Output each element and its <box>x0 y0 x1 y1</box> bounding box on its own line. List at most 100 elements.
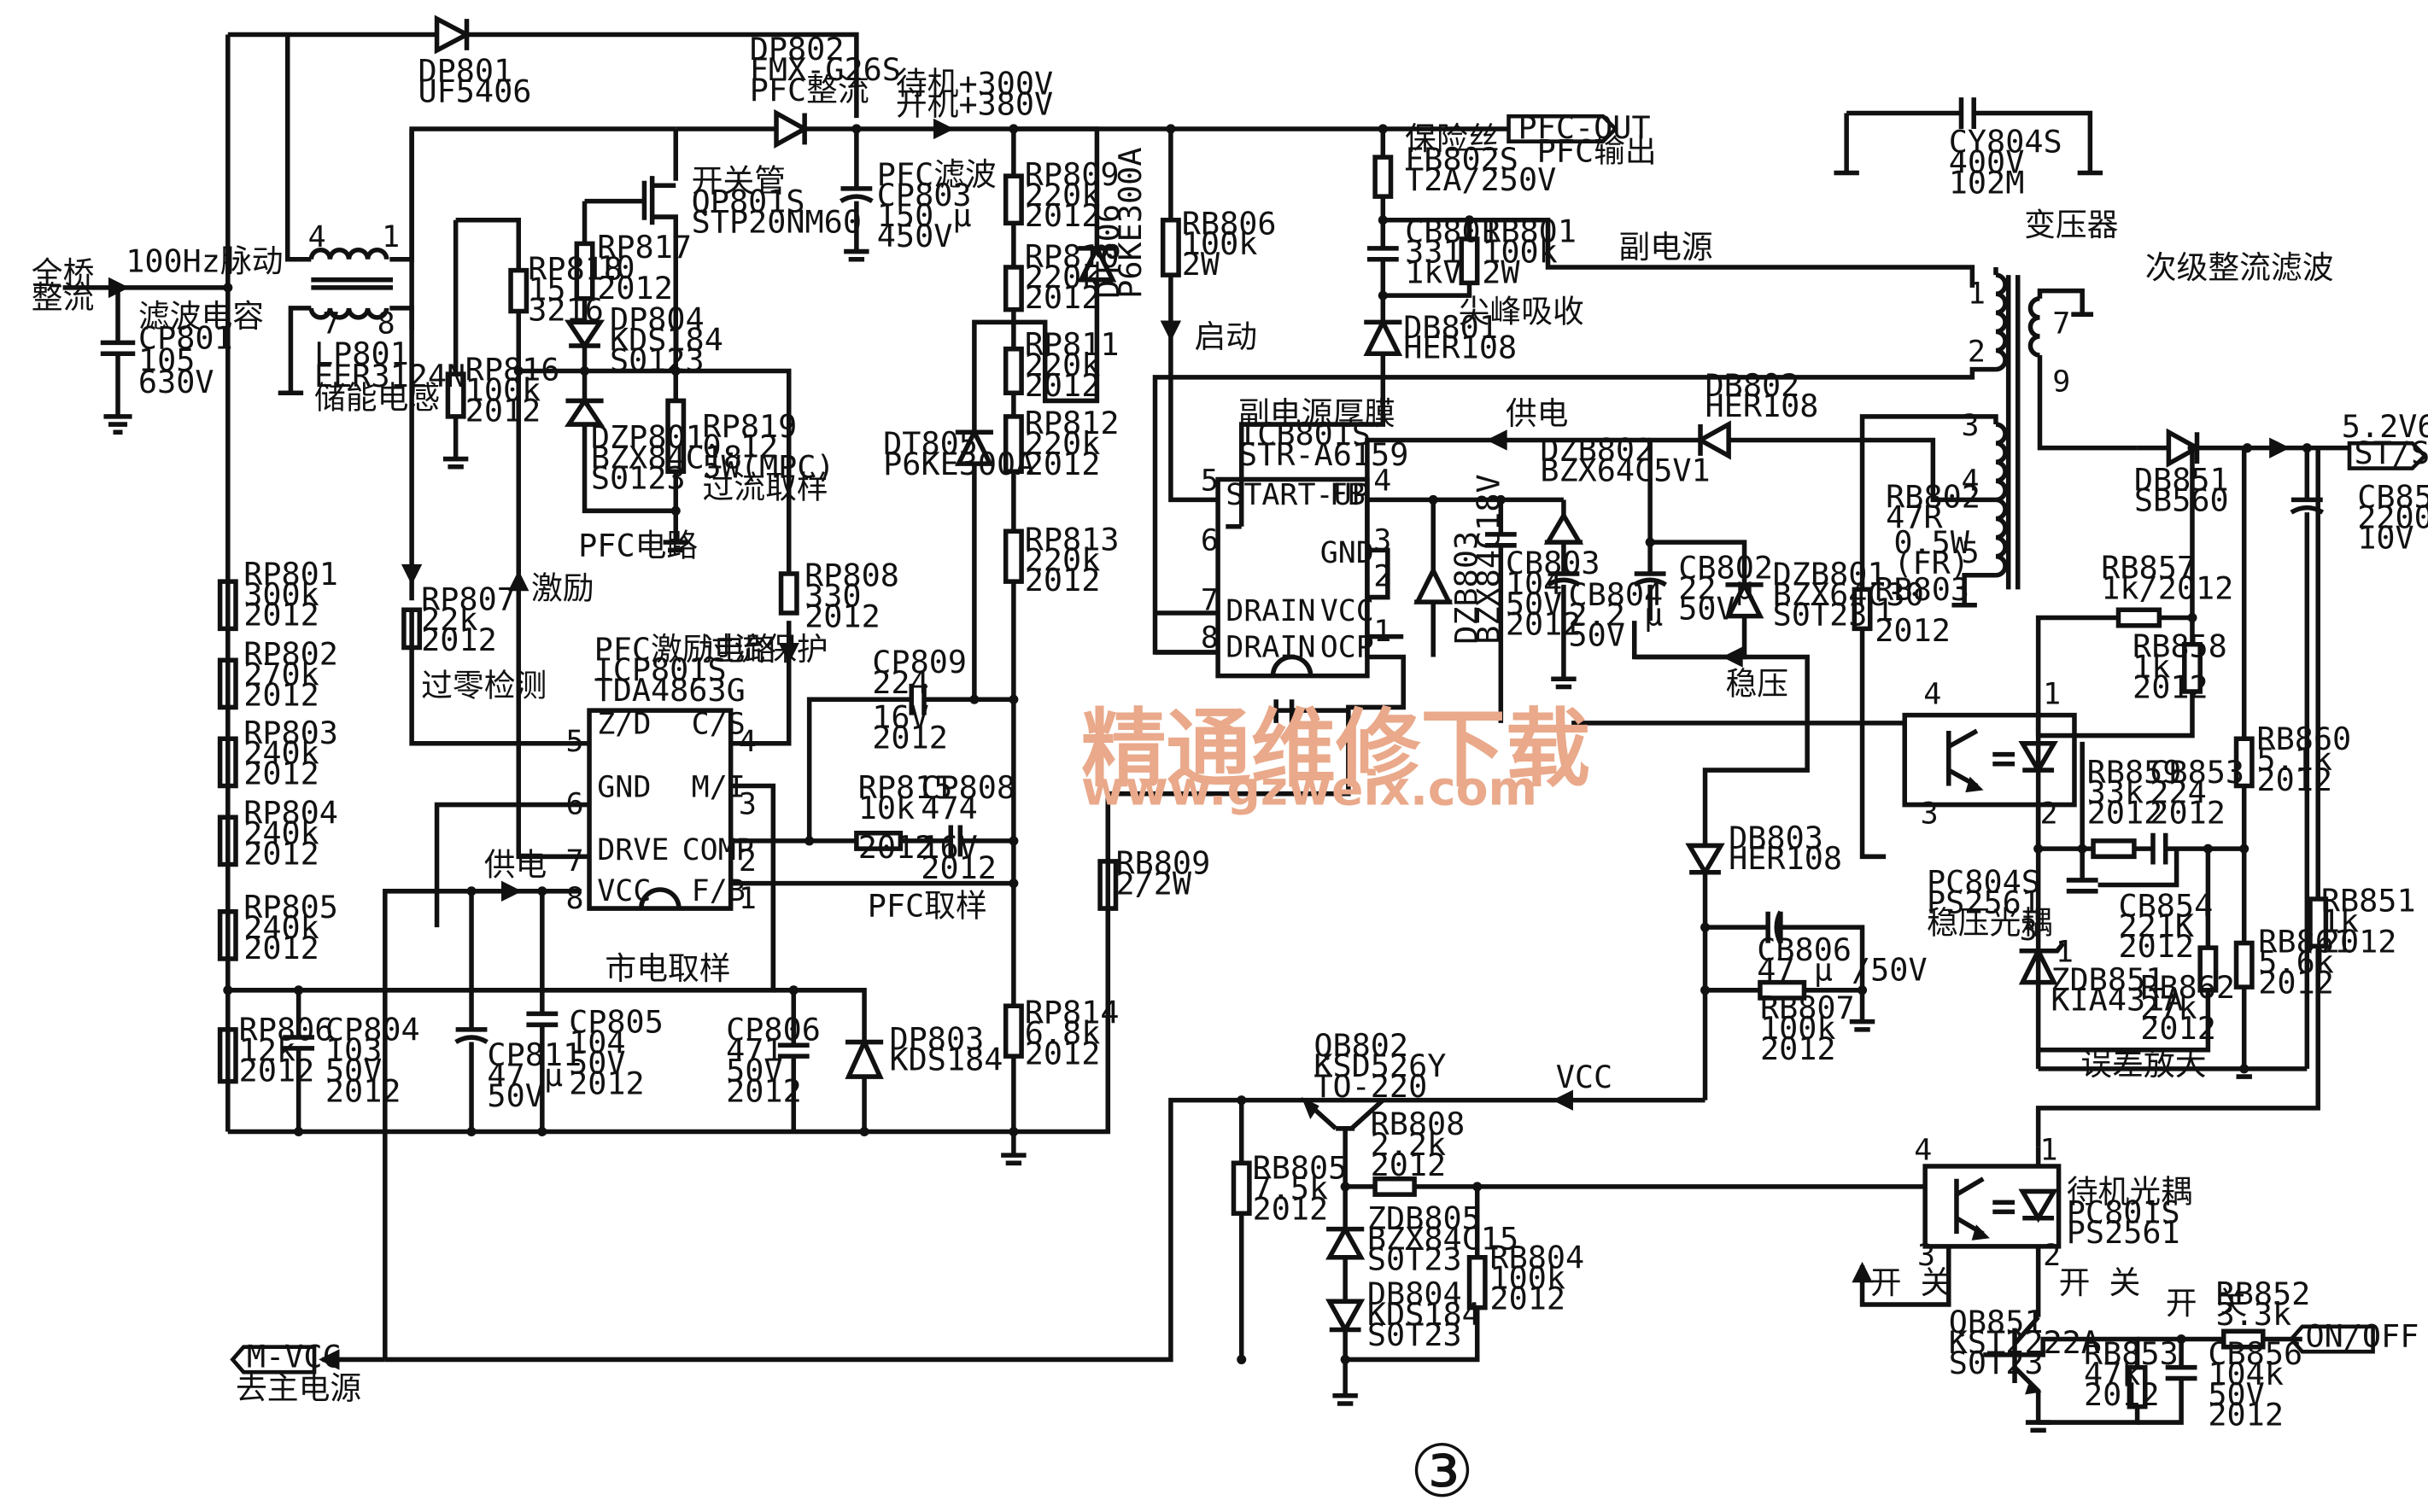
cp808-label-3: 2012 <box>921 849 997 886</box>
supply-label: 供电 <box>1506 395 1569 432</box>
dzb803-label: DZB803 <box>1448 531 1485 645</box>
pc801-optocoupler <box>1922 1164 2062 1249</box>
err-amp-label: 误差放大 <box>2080 1046 2206 1083</box>
rb862-label-2: 2012 <box>2140 1010 2216 1047</box>
rb808-label-2: 2012 <box>1371 1147 1447 1183</box>
cp805-label-3: 2012 <box>569 1065 645 1101</box>
rb862-label-1: 27k <box>2140 990 2197 1026</box>
ic-b801-pin-7: 7 <box>1201 583 1219 617</box>
ic-b801-pin-gnd: GND <box>1320 536 1374 570</box>
lp801-pin-4: 4 <box>308 220 326 254</box>
cp803-label-2: 150 μ <box>877 197 972 234</box>
ic-p801-pin-2: 2 <box>739 844 757 879</box>
dp803-label-0: DP803 <box>890 1021 985 1058</box>
pfc-out-port[interactable]: PFC-OUT <box>1518 109 1651 146</box>
fuse-label-2: T2A/250V <box>1405 161 1556 198</box>
cb803-label-3: 2012 <box>1506 606 1582 643</box>
ic-b801-pin-vcc: VCC <box>1320 594 1374 628</box>
rp808-label-0: RP808 <box>804 558 899 594</box>
cp801-label-1: CP801 <box>138 320 233 357</box>
db804-label-2: S0T23 <box>1367 1316 1462 1353</box>
cb803-label-2: 50V <box>1506 586 1562 622</box>
cp806-label-3: 2012 <box>726 1073 802 1110</box>
cb801-label-2: 1kV <box>1405 254 1461 290</box>
m-vcc-port[interactable]: M-VCC <box>247 1339 342 1375</box>
zdb851-pin-1: 1 <box>2056 936 2074 970</box>
lp801-pin-8: 8 <box>377 306 395 341</box>
cb856-label-0: CB856 <box>2208 1335 2302 1372</box>
ic-p801-pin-gnd: GND <box>597 770 651 804</box>
rb808-label-0: RB808 <box>1371 1106 1466 1142</box>
cb852-label-2: 10V <box>2357 519 2413 556</box>
pc804-label-0: PC804S <box>1927 864 2040 901</box>
rp803-label-0: RP803 <box>243 715 338 751</box>
cb853-label-1: 224 <box>2150 774 2206 811</box>
cb806-label-0: CB806 <box>1757 931 1852 968</box>
rb851-label-2: 2012 <box>2321 924 2397 960</box>
switch-label-3: 开 关 <box>2166 1285 2248 1322</box>
ic-p801-pin-fb: F/B <box>692 874 746 908</box>
st-sy-port[interactable]: ST/SY <box>2355 435 2428 471</box>
rb808-label-1: 2.2k <box>1371 1126 1447 1163</box>
to-main-label: 去主电源 <box>236 1369 361 1406</box>
cb856-label-1: 104k <box>2208 1356 2284 1392</box>
rb859-label-1: 33k <box>2087 774 2144 811</box>
tr-pin-9: 9 <box>2052 365 2070 399</box>
cb856-label-3: 2012 <box>2208 1397 2284 1433</box>
rb802-label-2: 0.5W <box>1893 524 1969 561</box>
qb802-label-0: QB802 <box>1313 1027 1408 1064</box>
rp807-label-0: RP807 <box>421 581 516 617</box>
rp814-label-0: RP814 <box>1025 994 1120 1030</box>
rp804-label-0: RP804 <box>243 795 338 832</box>
rp816-label-1: 100k <box>465 371 541 408</box>
rp817-label-2: 2012 <box>597 270 673 306</box>
rb804-label-0: RB804 <box>1489 1240 1584 1276</box>
cb802-label-2: 50V <box>1678 590 1735 627</box>
rb858-label-0: RB858 <box>2133 628 2227 665</box>
cy804-label-2: 102M <box>1949 164 2025 201</box>
dzb802-label-1: BZX64C5V1 <box>1540 452 1710 488</box>
rp801-label-0: RP801 <box>243 556 338 593</box>
rb809-label-0: RB809 <box>1115 845 1210 882</box>
on-off-port[interactable]: ON/OFF <box>2305 1318 2419 1355</box>
start-label: 启动 <box>1194 318 1257 355</box>
rp803-label-2: 2012 <box>243 756 319 792</box>
pc804-pin-1: 1 <box>2043 678 2061 712</box>
cp803-label-1: CP803 <box>877 177 972 213</box>
rb853-label-2: 2012 <box>2084 1376 2160 1413</box>
fuse-label-0: 保险丝 <box>1405 120 1499 157</box>
rb803-label-0: RB803 <box>1875 571 1969 608</box>
pc801-label-1: PC801S <box>2067 1194 2180 1230</box>
rb802-label-0: RB802 <box>1886 479 1980 516</box>
cp804-label-1: 103 <box>325 1032 382 1069</box>
dt805-label-1: P6KE300A <box>883 446 1034 482</box>
ic-p801-pin-cs: C/S <box>692 708 746 742</box>
dzb802-label-0: DZB802 <box>1540 431 1653 468</box>
ic-b801-label-0: 副电源厚膜 <box>1238 395 1395 432</box>
rb851-label-0: RB851 <box>2321 883 2416 919</box>
cb853-label-0: CB853 <box>2150 754 2244 791</box>
ic-p801-label-0: PFC激励电路 <box>594 631 777 668</box>
qp801-label-2: STP20NM60 <box>692 203 862 240</box>
rp815-label-1: 10k <box>858 790 915 826</box>
rp805-label-1: 240k <box>243 909 319 946</box>
rp807-label-1: 22k <box>421 601 477 638</box>
cb854-label-2: 2012 <box>2118 928 2194 965</box>
rp819-label-2: 5W(MPC) <box>703 449 835 486</box>
cb802-label-1: 22 μ <box>1678 569 1754 606</box>
rp802-label-1: 270k <box>243 657 319 693</box>
cp806-label-1: 471 <box>726 1032 782 1069</box>
mains-sample-label: 市电取样 <box>605 950 730 987</box>
cp805-label-2: 50V <box>569 1044 625 1081</box>
dp804-label-0: DP804 <box>610 301 705 338</box>
cy804-label-1: 400V <box>1949 143 2025 180</box>
pc804-label-1: PS2561 <box>1927 884 2040 921</box>
dp801-label-0: DP801 <box>418 53 512 90</box>
input-label-1: 全桥 <box>32 255 95 292</box>
tr-pin-4: 4 <box>1961 464 1979 498</box>
transformer-label: 变压器 <box>2024 207 2118 243</box>
db802-label-1: HER108 <box>1705 388 1819 424</box>
supply-label-2: 供电 <box>484 846 547 883</box>
rb852-label-0: RB852 <box>2216 1276 2311 1312</box>
rp813-label-1: 220k <box>1025 541 1101 578</box>
